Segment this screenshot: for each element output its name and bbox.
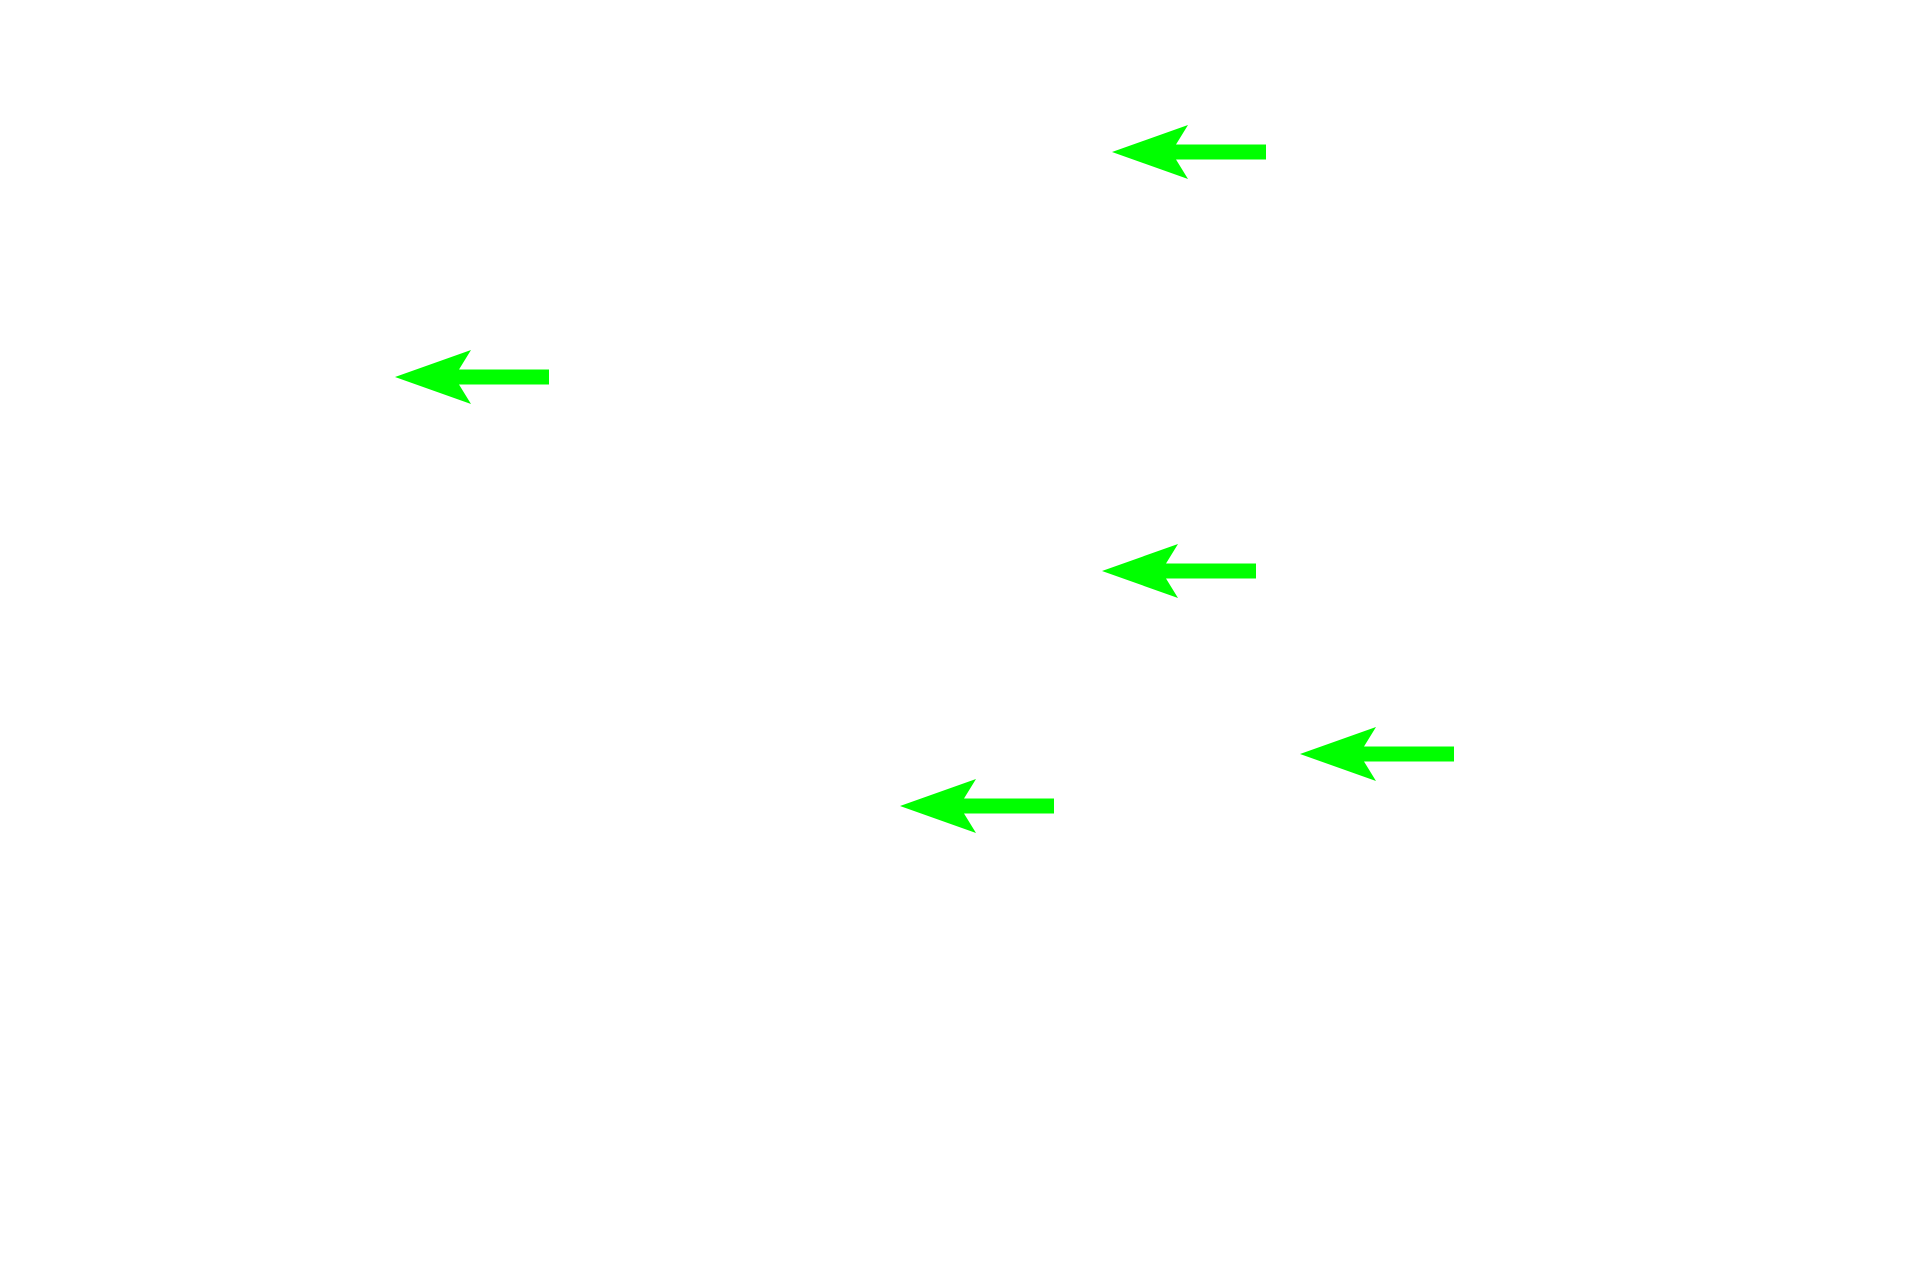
arrow-left-icon	[1112, 125, 1266, 179]
arrow-3	[1102, 544, 1256, 598]
arrow-left-icon	[1102, 544, 1256, 598]
arrow-left-icon	[1300, 727, 1454, 781]
arrow-left-icon	[395, 350, 549, 404]
arrow-left-icon	[900, 779, 1054, 833]
arrow-2	[395, 350, 549, 404]
arrow-1	[1112, 125, 1266, 179]
arrow-5	[900, 779, 1054, 833]
arrow-4	[1300, 727, 1454, 781]
